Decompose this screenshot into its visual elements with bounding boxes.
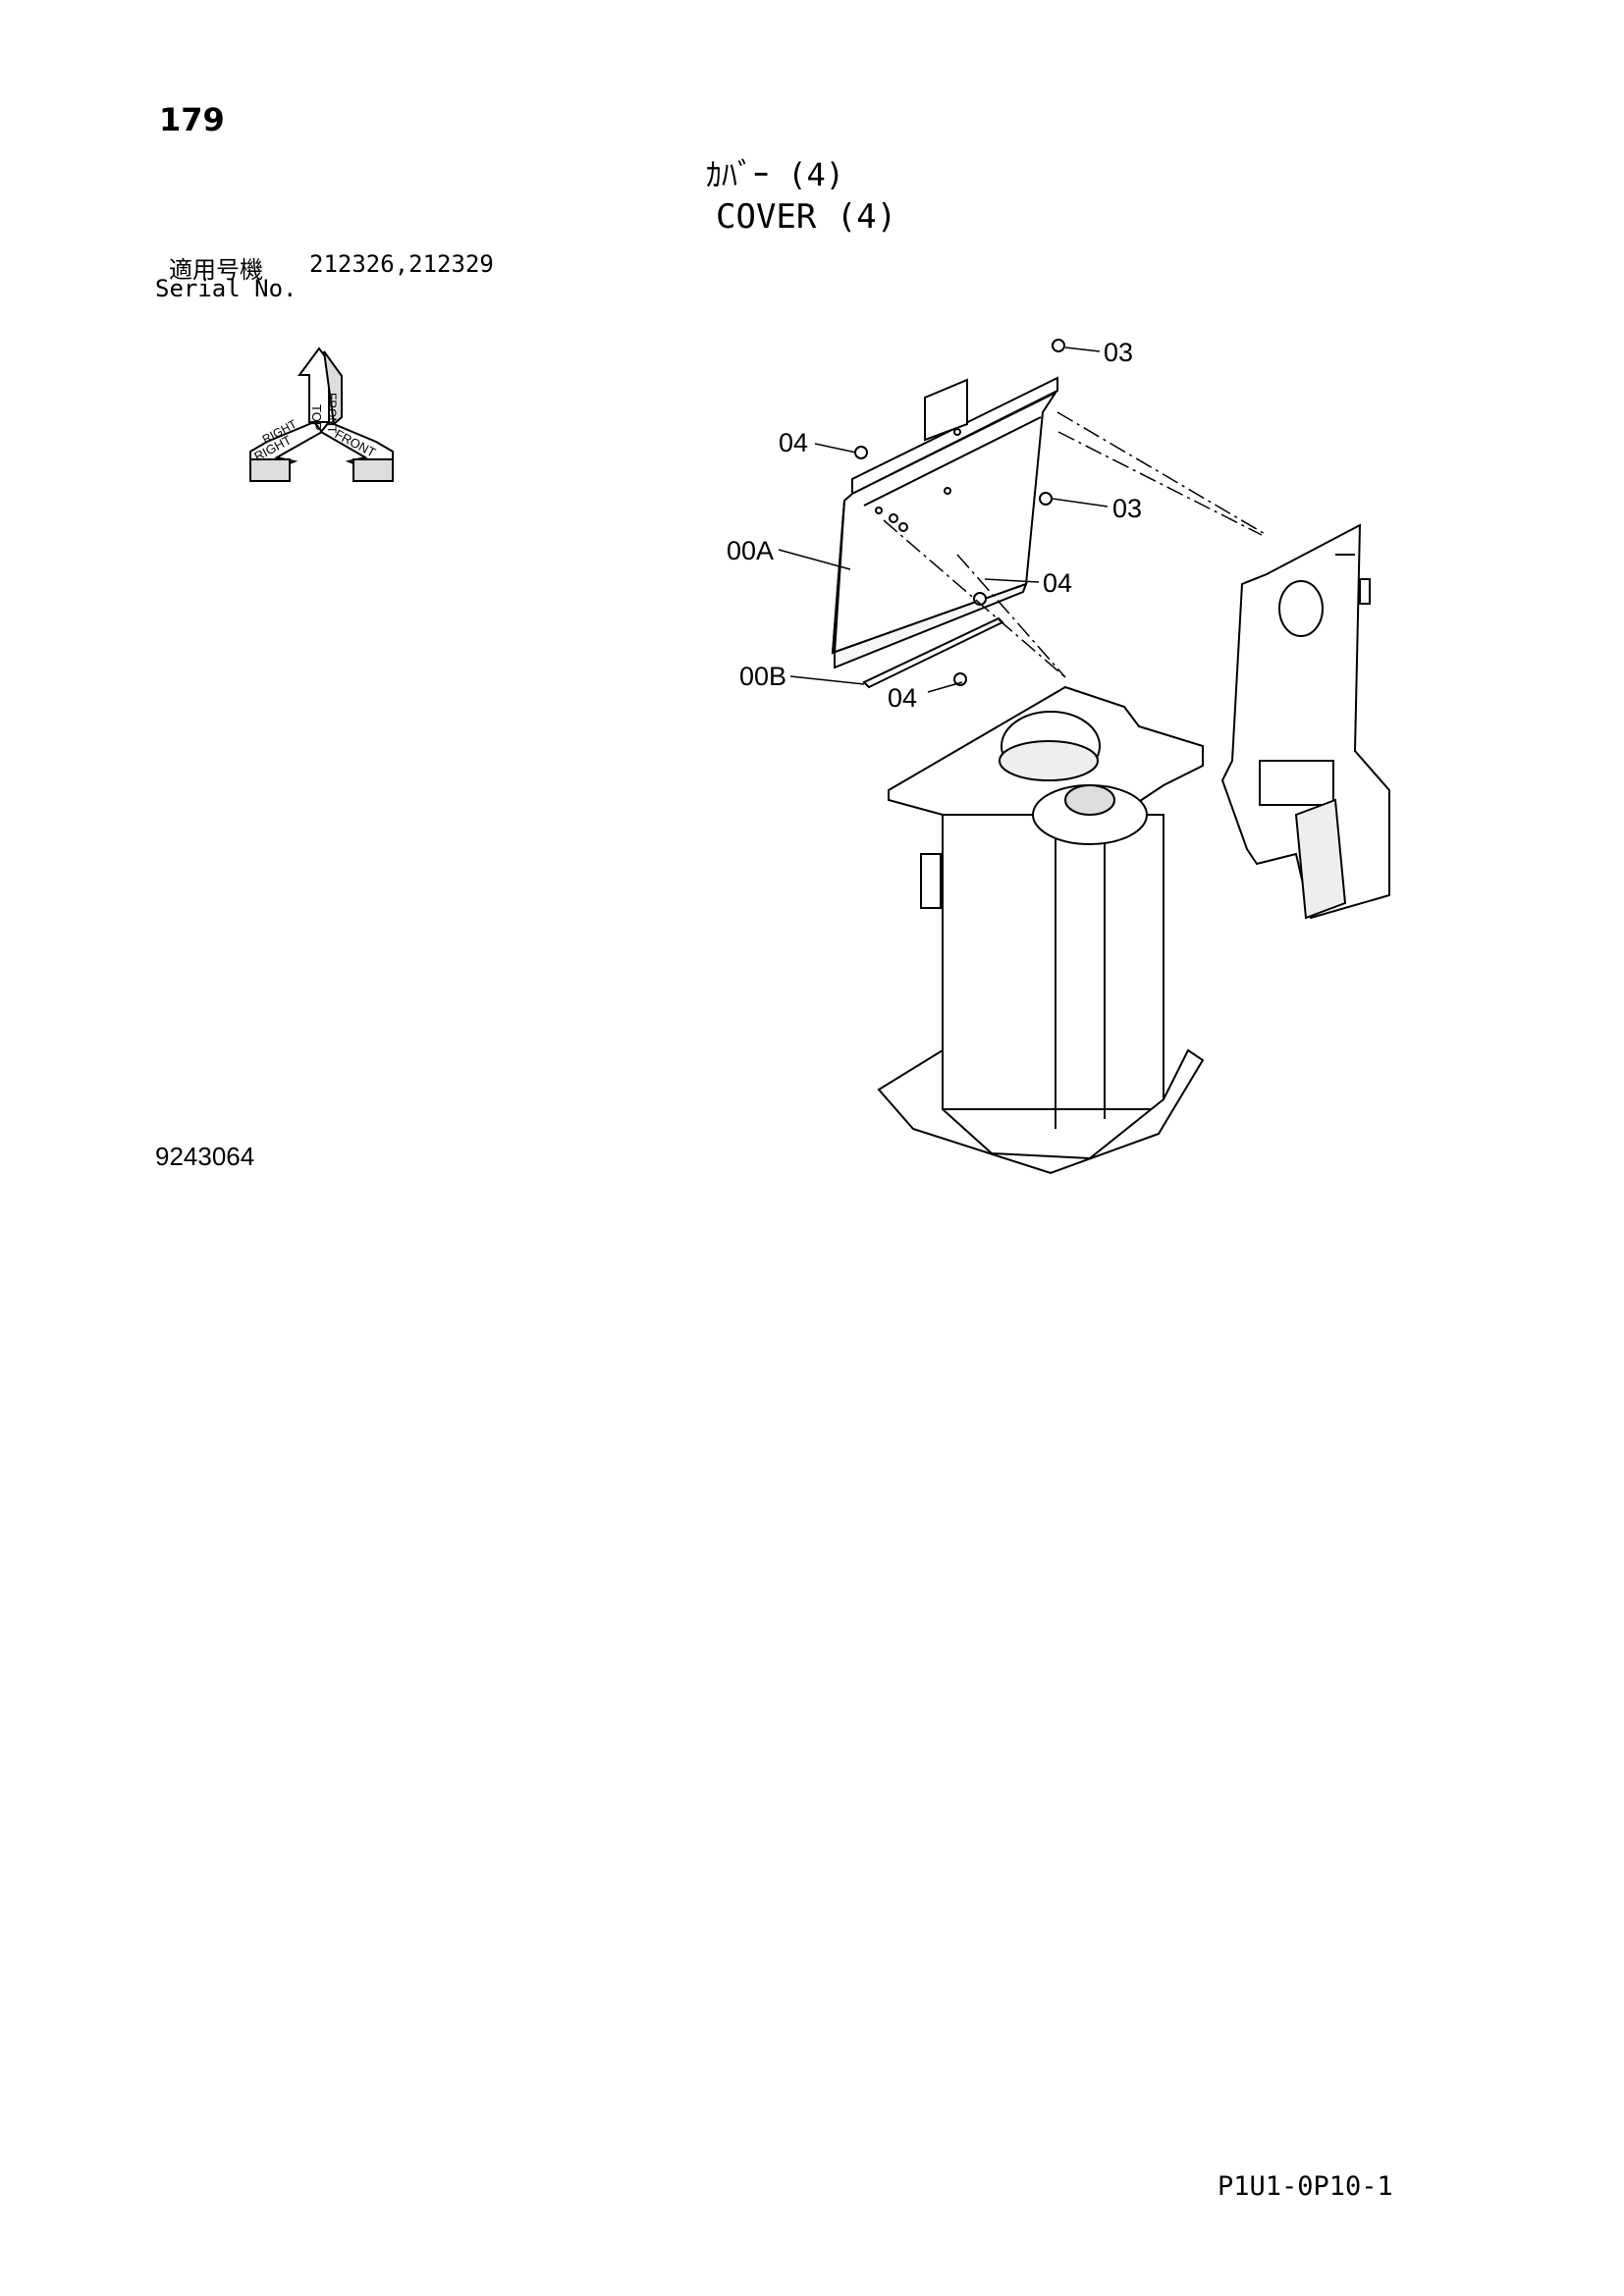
callout-04-left: 04 xyxy=(779,428,808,457)
page-code: P1U1-0P10-1 xyxy=(1218,2171,1393,2202)
side-bracket-drawing xyxy=(1220,523,1390,920)
bolt-markers xyxy=(854,339,1065,686)
tank-body-drawing xyxy=(877,685,1205,1175)
callout-labels: 03 04 03 00A 04 00B 04 xyxy=(727,338,1142,713)
serial-label-japanese: 適用号機 xyxy=(169,256,263,284)
page-title-english: COVER (4) xyxy=(716,197,897,237)
orientation-label-front-top: FRONT xyxy=(325,393,339,434)
orientation-label-top: TOP xyxy=(309,404,324,431)
callout-04-middle: 04 xyxy=(1043,568,1072,598)
callout-04-bottom: 04 xyxy=(888,683,917,713)
alignment-lines xyxy=(883,411,1268,678)
callout-03-top: 03 xyxy=(1104,338,1133,367)
serial-numbers: 212326,212329 xyxy=(309,250,494,278)
callout-00b: 00B xyxy=(739,662,786,691)
callout-00a: 00A xyxy=(727,536,774,565)
leader-lines xyxy=(778,347,1109,693)
serial-label-english: Serial No. xyxy=(155,275,298,302)
callout-03-right: 03 xyxy=(1112,494,1142,523)
cover-00a-drawing xyxy=(831,376,1058,669)
orientation-arrows-icon: TOP FRONT RIGHT FRONT RIGHT xyxy=(249,347,394,482)
page-number: 179 xyxy=(159,101,225,138)
drawing-number: 9243064 xyxy=(155,1142,255,1171)
page-title-japanese: ｶﾊﾞｰ (4) xyxy=(706,156,845,193)
